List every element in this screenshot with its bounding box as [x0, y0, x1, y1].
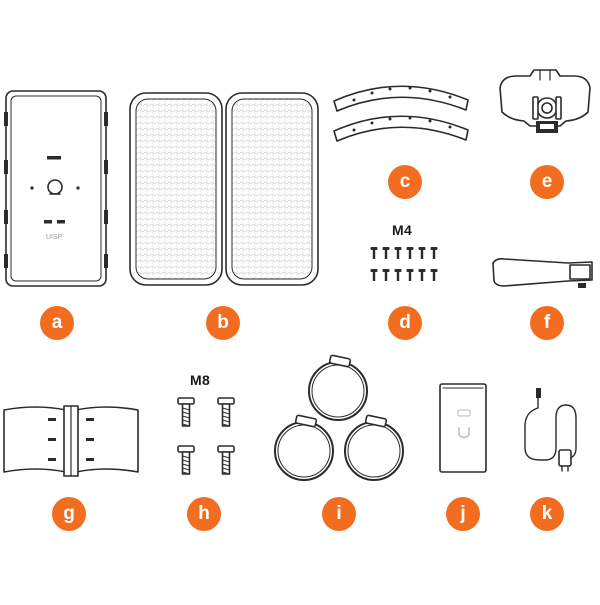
part-badge-a: a — [40, 306, 74, 340]
m8-bolt — [217, 397, 235, 427]
m4-size-label: M4 — [392, 222, 413, 238]
m4-screw — [406, 269, 414, 281]
m8-size-label: M8 — [190, 372, 211, 388]
hose-clamps-icon — [274, 354, 404, 481]
m4-screw — [418, 247, 426, 259]
m4-screw — [382, 247, 390, 259]
part-badge-f: f — [530, 306, 564, 340]
m8-bolt — [177, 397, 195, 427]
part-badge-j: j — [446, 497, 480, 531]
part-badge-h: h — [187, 497, 221, 531]
m4-screw — [406, 247, 414, 259]
part-badge-g: g — [52, 497, 86, 531]
mounting-arcs-icon — [333, 85, 469, 142]
m4-screw — [418, 269, 426, 281]
reflector-panels-icon — [129, 92, 319, 286]
m4-screw — [430, 247, 438, 259]
m4-screws-icon — [370, 247, 438, 281]
part-badge-k: k — [530, 497, 564, 531]
m8-bolt — [217, 445, 235, 475]
part-badge-i: i — [322, 497, 356, 531]
m4-screw — [430, 269, 438, 281]
part-badge-e: e — [530, 165, 564, 199]
power-cord-icon — [524, 388, 577, 472]
poe-adapter-icon — [439, 383, 487, 473]
pole-bracket-icon — [499, 69, 591, 133]
part-badge-c: c — [388, 165, 422, 199]
m4-screw — [394, 269, 402, 281]
feed-horn-icon — [492, 258, 593, 288]
part-badge-b: b — [206, 306, 240, 340]
housing-logo-text: UISP — [46, 234, 63, 241]
m4-screw — [370, 247, 378, 259]
m8-bolt — [177, 445, 195, 475]
m8-bolts-icon — [177, 397, 235, 475]
part-badge-d: d — [388, 306, 422, 340]
m4-screw — [370, 269, 378, 281]
hinged-bracket-icon — [3, 405, 139, 477]
m4-screw — [394, 247, 402, 259]
radio-housing-icon — [4, 90, 108, 287]
m4-screw — [382, 269, 390, 281]
